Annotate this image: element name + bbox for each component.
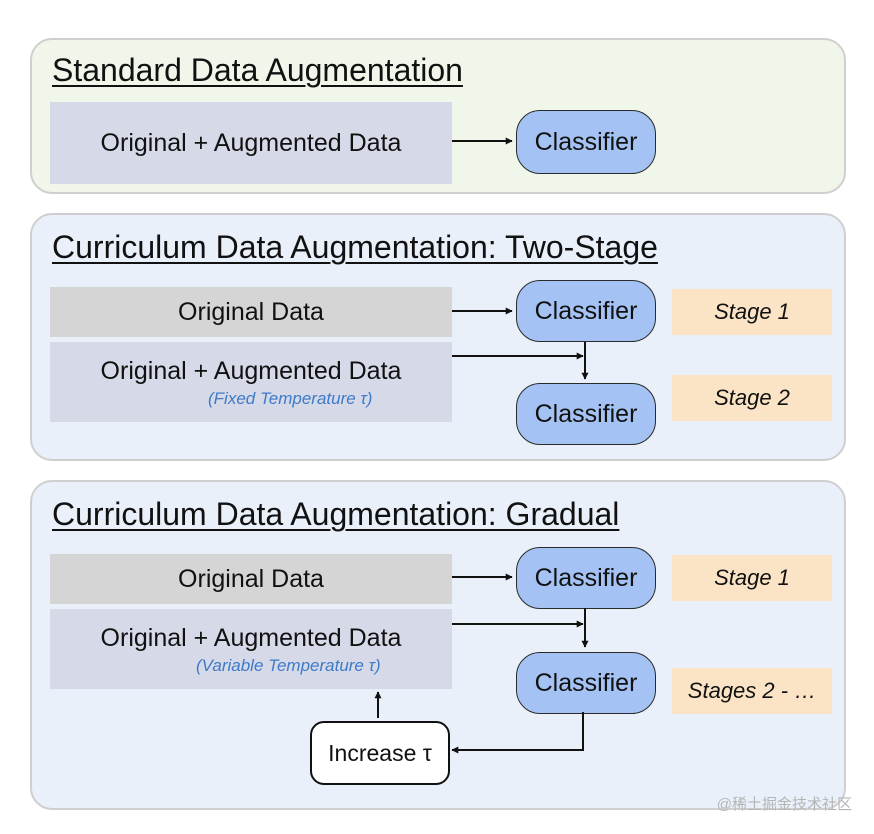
two-stage-augmented-label: Original + Augmented Data (100, 357, 402, 385)
gradual-original-data: Original Data (50, 554, 452, 604)
standard-panel: Standard Data Augmentation Original + Au… (30, 38, 846, 194)
two-stage-temperature-label: (Fixed Temperature τ) (208, 389, 373, 408)
two-stage-augmented-data: Original + Augmented Data (Fixed Tempera… (50, 342, 452, 422)
gradual-stage-2: Stages 2 - … (672, 668, 832, 714)
increase-temperature-label: Increase τ (328, 739, 432, 766)
gradual-classifier-1-label: Classifier (534, 563, 638, 592)
gradual-stage-1-label: Stage 1 (714, 565, 790, 590)
two-stage-stage-1-label: Stage 1 (714, 299, 790, 324)
two-stage-title: Curriculum Data Augmentation: Two-Stage (52, 229, 658, 265)
gradual-classifier-2: Classifier (516, 652, 656, 714)
standard-classifier: Classifier (516, 110, 656, 174)
two-stage-original-label: Original Data (178, 297, 324, 326)
gradual-stage-2-label: Stages 2 - … (687, 678, 817, 703)
gradual-temperature-label: (Variable Temperature τ) (196, 656, 381, 675)
gradual-classifier-2-label: Classifier (534, 668, 638, 697)
standard-data-box: Original + Augmented Data (50, 102, 452, 184)
two-stage-classifier-1: Classifier (516, 280, 656, 342)
arrow-gradual-classifier-to-increase (451, 712, 584, 754)
two-stage-stage-2: Stage 2 (672, 375, 832, 421)
two-stage-original-data: Original Data (50, 287, 452, 337)
two-stage-classifier-1-label: Classifier (534, 296, 638, 325)
gradual-stage-1: Stage 1 (672, 555, 832, 601)
increase-temperature-box: Increase τ (310, 721, 450, 785)
gradual-panel: Curriculum Data Augmentation: Gradual Or… (30, 480, 846, 810)
watermark: @稀土掘金技术社区 (716, 796, 852, 813)
two-stage-panel: Curriculum Data Augmentation: Two-Stage … (30, 213, 846, 461)
gradual-title: Curriculum Data Augmentation: Gradual (52, 496, 620, 532)
gradual-original-label: Original Data (178, 564, 324, 593)
gradual-augmented-label: Original + Augmented Data (100, 624, 402, 652)
two-stage-stage-2-label: Stage 2 (714, 385, 790, 410)
gradual-classifier-1: Classifier (516, 547, 656, 609)
standard-classifier-label: Classifier (534, 127, 638, 156)
two-stage-stage-1: Stage 1 (672, 289, 832, 335)
two-stage-classifier-2: Classifier (516, 383, 656, 445)
gradual-augmented-data: Original + Augmented Data (Variable Temp… (50, 609, 452, 689)
two-stage-classifier-2-label: Classifier (534, 399, 638, 428)
standard-title: Standard Data Augmentation (52, 52, 463, 88)
standard-data-label: Original + Augmented Data (100, 128, 402, 157)
